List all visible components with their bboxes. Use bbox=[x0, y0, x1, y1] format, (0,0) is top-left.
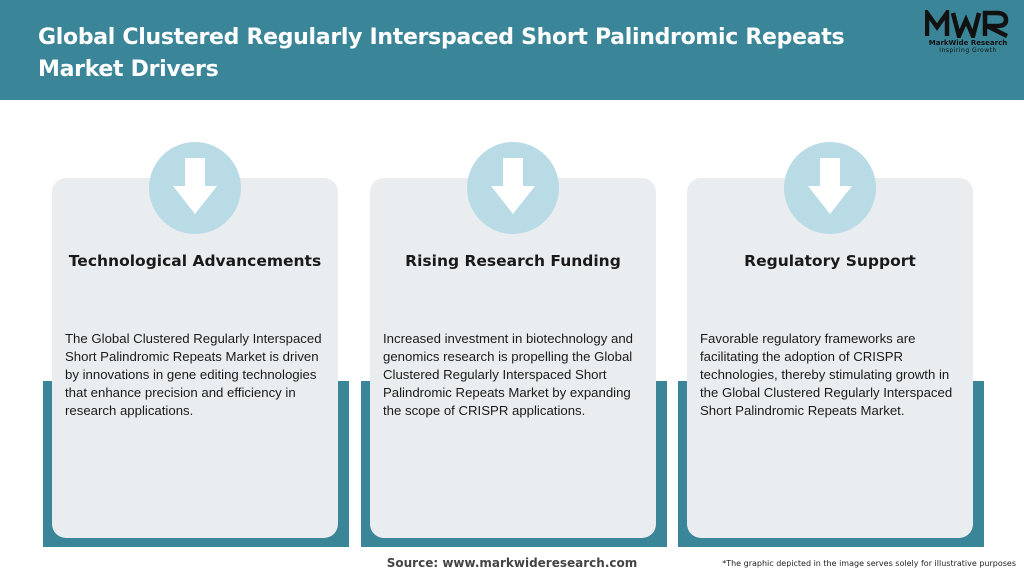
card-body: Technological Advancements The Global Cl… bbox=[52, 142, 338, 538]
card-description: Favorable regulatory frameworks are faci… bbox=[700, 331, 953, 418]
mwr-logo-icon bbox=[925, 10, 1009, 38]
icon-circle bbox=[467, 142, 559, 234]
arrow-down-icon bbox=[808, 158, 852, 214]
brand-logo: MarkWide Research Inspiring Growth bbox=[922, 10, 1014, 60]
card-description: The Global Clustered Regularly Interspac… bbox=[65, 331, 322, 418]
logo-name: MarkWide Research bbox=[928, 39, 1008, 47]
source-credit: Source: www.markwideresearch.com bbox=[386, 556, 638, 570]
driver-card-technological: Technological Advancements The Global Cl… bbox=[43, 142, 349, 548]
card-title: Technological Advancements bbox=[68, 252, 322, 270]
driver-card-funding: Rising Research Funding Increased invest… bbox=[361, 142, 667, 548]
header-banner: Global Clustered Regularly Interspaced S… bbox=[0, 0, 1024, 100]
logo-tagline: Inspiring Growth bbox=[939, 47, 997, 54]
card-body: Rising Research Funding Increased invest… bbox=[370, 142, 656, 538]
card-title: Regulatory Support bbox=[744, 252, 916, 270]
disclaimer-note: *The graphic depicted in the image serve… bbox=[722, 559, 1016, 568]
page-title: Global Clustered Regularly Interspaced S… bbox=[38, 25, 845, 82]
arrow-down-icon bbox=[491, 158, 535, 214]
icon-circle bbox=[784, 142, 876, 234]
driver-card-regulatory: Regulatory Support Favorable regulatory … bbox=[678, 142, 984, 548]
icon-circle bbox=[149, 142, 241, 234]
card-description: Increased investment in biotechnology an… bbox=[383, 331, 633, 418]
card-title: Rising Research Funding bbox=[405, 252, 621, 270]
arrow-down-icon bbox=[173, 158, 217, 214]
card-body: Regulatory Support Favorable regulatory … bbox=[687, 142, 973, 538]
